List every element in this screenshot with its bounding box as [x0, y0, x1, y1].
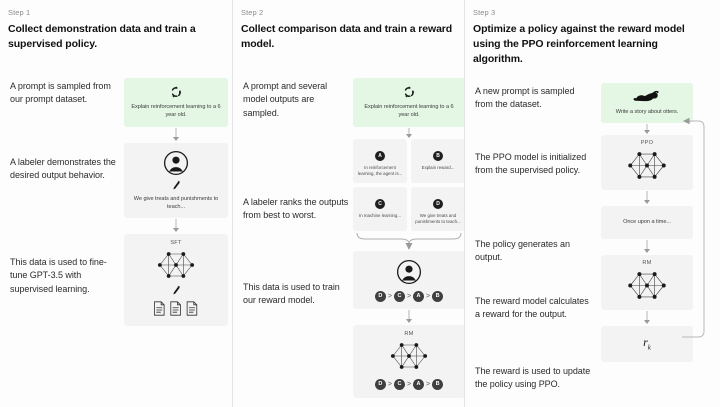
output-text-c: In machine learning... — [359, 212, 401, 218]
step-1-body: A prompt is sampled from our prompt data… — [8, 66, 228, 396]
person-circle-icon — [359, 259, 459, 285]
step-2-body: A prompt and several model outputs are s… — [241, 66, 465, 399]
step-2-label: Step 2 — [241, 8, 264, 17]
output-text-b: Explain reward... — [421, 164, 455, 170]
merge-brace-arrow — [353, 231, 465, 251]
step-3-reward-card: rk — [601, 325, 693, 362]
step-3-title: Optimize a policy against the reward mod… — [473, 23, 685, 65]
step-3-rm-card: RM — [601, 254, 693, 310]
step-3-output-card: Once upon a time... — [601, 206, 693, 239]
step-3-body: A new prompt is sampled from the dataset… — [473, 73, 710, 407]
documents-icon — [130, 300, 222, 317]
step-3-panel: Step 3 Optimize a policy against the rew… — [464, 0, 720, 407]
step-2-labeler-card: D > C > A > B — [353, 251, 465, 310]
rm-rank-badge-3: A — [413, 379, 425, 391]
reward-symbol-base: r — [643, 334, 648, 349]
rank-separator: > — [387, 293, 392, 301]
step-3-flow: Write a story about otters. PPO — [601, 82, 693, 362]
rank-separator: > — [387, 381, 392, 389]
step-3-caption-3: The policy generates an output. — [475, 238, 570, 263]
arrow-down-2 — [124, 218, 228, 234]
step-2-reward-model-card: RM — [353, 325, 465, 399]
step-1-flow: Explain reinforcement learning to a 6 ye… — [124, 77, 228, 327]
rank-separator: > — [406, 381, 412, 389]
person-circle-icon — [130, 150, 222, 176]
step-3-label: Step 3 — [473, 8, 496, 17]
reward-symbol: rk — [607, 335, 687, 351]
step-3-rm-title: RM — [642, 259, 652, 266]
step-2-caption-3: This data is used to train our reward mo… — [243, 281, 340, 306]
rank-badge-3: A — [413, 291, 425, 303]
step-3-ppo-card: PPO — [601, 135, 693, 191]
rank-badge-2: C — [393, 291, 405, 303]
step-3-ppo-title: PPO — [640, 140, 654, 147]
step-2-title: Collect comparison data and train a rewa… — [241, 23, 453, 50]
neural-network-icon — [130, 248, 222, 282]
step-2-panel: Step 2 Collect comparison data and train… — [232, 0, 465, 407]
arrow-down-3 — [353, 127, 465, 139]
step-1-labeler-card: We give treats and punishments to teach.… — [124, 142, 228, 219]
step-1-caption-1: A prompt is sampled from our prompt data… — [10, 80, 111, 105]
output-text-d: We give treats and punishments to teach.… — [415, 212, 461, 225]
output-badge-d: D — [433, 198, 443, 209]
neural-network-icon — [607, 148, 687, 183]
rm-rank-badge-4: B — [432, 379, 444, 391]
output-badge-a: A — [375, 150, 385, 161]
step-3-output-text: Once upon a time... — [623, 219, 671, 226]
step-3-caption-2: The PPO model is initialized from the su… — [475, 151, 587, 176]
step-2-rm-ranking-row: D > C > A > B — [359, 379, 459, 391]
rm-rank-badge-1: D — [374, 379, 386, 391]
output-badge-b: B — [433, 150, 443, 161]
output-card-d: D We give treats and punishments to teac… — [411, 186, 465, 232]
step-2-prompt-text: Explain reinforcement learning to a 6 ye… — [364, 103, 454, 119]
step-1-caption-2: A labeler demonstrates the desired outpu… — [10, 156, 116, 181]
recycle-icon — [130, 85, 222, 99]
neural-network-icon — [359, 339, 459, 373]
step-3-caption-4: The reward model calculates a reward for… — [475, 295, 589, 320]
step-1-prompt-card: Explain reinforcement learning to a 6 ye… — [124, 77, 228, 127]
step-1-labeler-text: We give treats and punishments to teach.… — [133, 195, 219, 210]
pen-icon — [130, 285, 222, 296]
step-3-prompt-text: Write a story about otters. — [615, 108, 679, 115]
recycle-icon — [359, 85, 459, 99]
step-1-sft-title: SFT — [170, 240, 182, 247]
step-1-panel: Step 1 Collect demonstration data and tr… — [0, 0, 232, 407]
step-2-prompt-card: Explain reinforcement learning to a 6 ye… — [353, 77, 465, 127]
step-1-prompt-text: Explain reinforcement learning to a 6 ye… — [131, 103, 221, 119]
rank-badge-1: D — [374, 291, 386, 303]
step-1-sft-card: SFT — [124, 234, 228, 327]
output-card-c: C In machine learning... — [353, 186, 407, 232]
rank-separator: > — [426, 293, 431, 301]
step-2-rm-title: RM — [404, 331, 414, 338]
output-text-a: In reinforcement learning, the agent is.… — [357, 164, 403, 177]
feedback-loop-arrow — [678, 89, 708, 357]
otter-icon — [606, 90, 688, 104]
output-badge-c: C — [375, 198, 385, 209]
step-3-caption-1: A new prompt is sampled from the dataset… — [475, 85, 575, 110]
arrow-down-1 — [124, 127, 228, 143]
pen-icon — [130, 180, 222, 191]
output-card-b: B Explain reward... — [411, 138, 465, 183]
neural-network-icon — [607, 268, 687, 303]
step-3-prompt-card: Write a story about otters. — [601, 82, 693, 124]
step-2-caption-2: A labeler ranks the outputs from best to… — [243, 196, 349, 221]
arrow-down-4 — [353, 309, 465, 325]
rank-separator: > — [426, 381, 431, 389]
output-card-a: A In reinforcement learning, the agent i… — [353, 138, 407, 183]
reward-symbol-subscript: k — [647, 342, 651, 351]
rank-separator: > — [406, 293, 412, 301]
step-2-flow: Explain reinforcement learning to a 6 ye… — [353, 77, 465, 399]
rank-badge-4: B — [432, 291, 444, 303]
step-3-caption-5: The reward is used to update the policy … — [475, 365, 591, 390]
rm-rank-badge-2: C — [393, 379, 405, 391]
step-1-title: Collect demonstration data and train a s… — [8, 23, 196, 50]
step-2-ranking-row: D > C > A > B — [359, 291, 459, 303]
step-2-outputs-grid: A In reinforcement learning, the agent i… — [353, 138, 465, 232]
step-2-caption-1: A prompt and several model outputs are s… — [243, 80, 328, 119]
step-1-label: Step 1 — [8, 8, 31, 17]
step-1-caption-3: This data is used to fine-tune GPT-3.5 w… — [10, 256, 107, 295]
